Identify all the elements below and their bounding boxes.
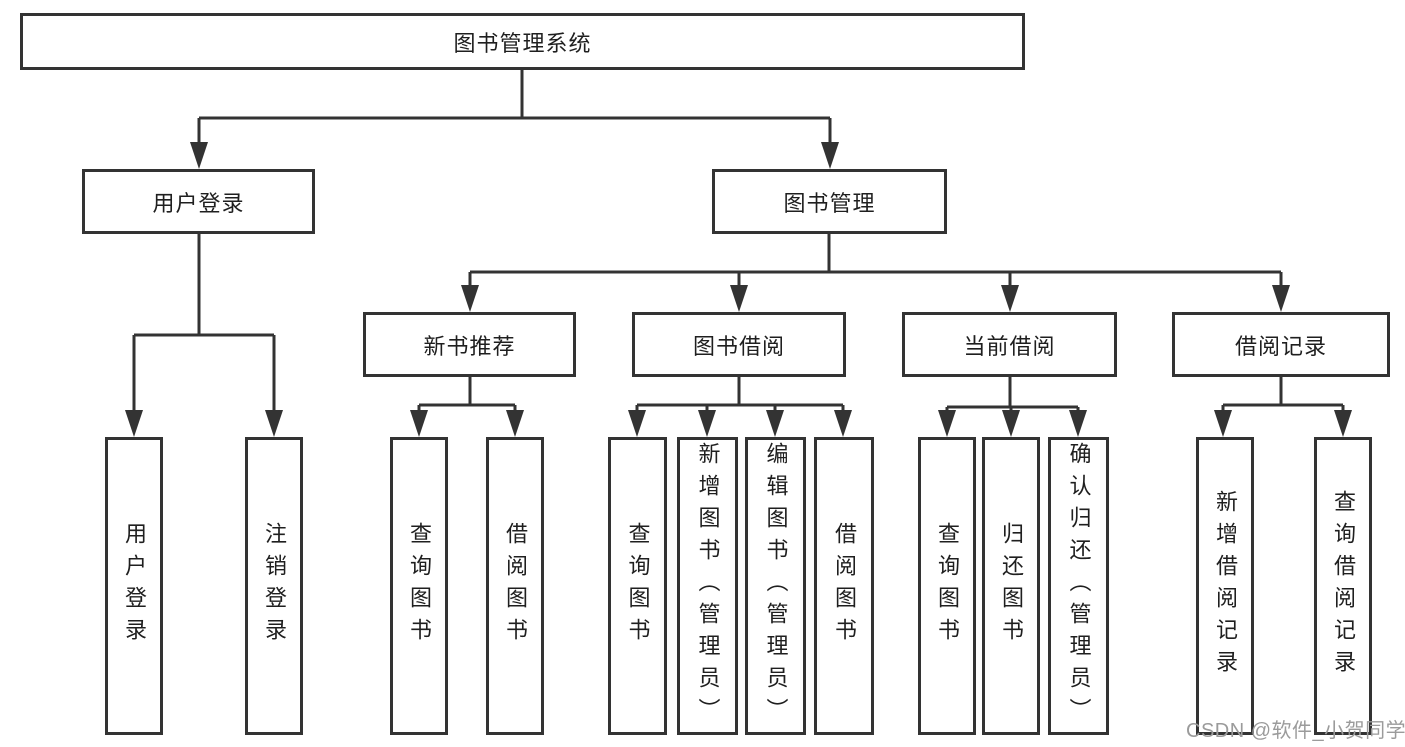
node-label: 用户登录 <box>152 190 245 216</box>
node-library-management-system: 图书管理系统 <box>20 13 1025 70</box>
csdn-watermark: CSDN @软件_小贺同学 <box>1186 720 1405 742</box>
node-label: 借阅图书 <box>503 522 528 650</box>
node-label: 确认归还（管理员） <box>1066 442 1092 730</box>
node-add-borrow-record: 新增借阅记录 <box>1196 437 1254 735</box>
node-label: 图书管理系统 <box>453 30 592 56</box>
node-user-login-group: 用户登录 <box>82 169 315 234</box>
node-label: 借阅图书 <box>832 522 857 650</box>
node-label: 注销登录 <box>262 522 287 650</box>
node-edit-book-admin: 编辑图书（管理员） <box>745 437 806 735</box>
node-return-books: 归还图书 <box>982 437 1040 735</box>
node-add-book-admin: 新增图书（管理员） <box>677 437 738 735</box>
node-logout: 注销登录 <box>245 437 303 735</box>
node-label: 查询图书 <box>935 522 960 650</box>
node-book-management: 图书管理 <box>712 169 947 234</box>
node-query-books-under-recommendation: 查询图书 <box>390 437 448 735</box>
node-label: 新增图书（管理员） <box>695 442 721 730</box>
connector-lines <box>132 70 1345 414</box>
node-book-borrowing: 图书借阅 <box>632 312 846 377</box>
node-new-book-recommendation: 新书推荐 <box>363 312 576 377</box>
node-label: 新书推荐 <box>423 333 516 359</box>
node-label: 编辑图书（管理员） <box>763 442 789 730</box>
node-borrow-books-under-borrowing: 借阅图书 <box>814 437 874 735</box>
node-current-borrowing: 当前借阅 <box>902 312 1117 377</box>
node-label: 查询借阅记录 <box>1331 490 1356 682</box>
node-label: 借阅记录 <box>1234 333 1327 359</box>
node-label: 图书管理 <box>783 190 876 216</box>
node-borrowing-records: 借阅记录 <box>1172 312 1390 377</box>
node-confirm-return-admin: 确认归还（管理员） <box>1048 437 1109 735</box>
node-label: 图书借阅 <box>692 333 785 359</box>
node-label: 查询图书 <box>625 522 651 650</box>
node-query-books-under-current: 查询图书 <box>918 437 976 735</box>
node-borrow-books-under-recommendation: 借阅图书 <box>486 437 544 735</box>
node-label: 归还图书 <box>999 522 1024 650</box>
node-user-login: 用户登录 <box>105 437 163 735</box>
node-query-books-under-borrowing: 查询图书 <box>608 437 667 735</box>
node-query-borrow-record: 查询借阅记录 <box>1314 437 1372 735</box>
arrowhead-icons <box>125 142 1352 437</box>
node-label: 当前借阅 <box>963 333 1056 359</box>
node-label: 新增借阅记录 <box>1213 490 1238 682</box>
node-label: 查询图书 <box>407 522 432 650</box>
node-label: 用户登录 <box>122 522 147 650</box>
